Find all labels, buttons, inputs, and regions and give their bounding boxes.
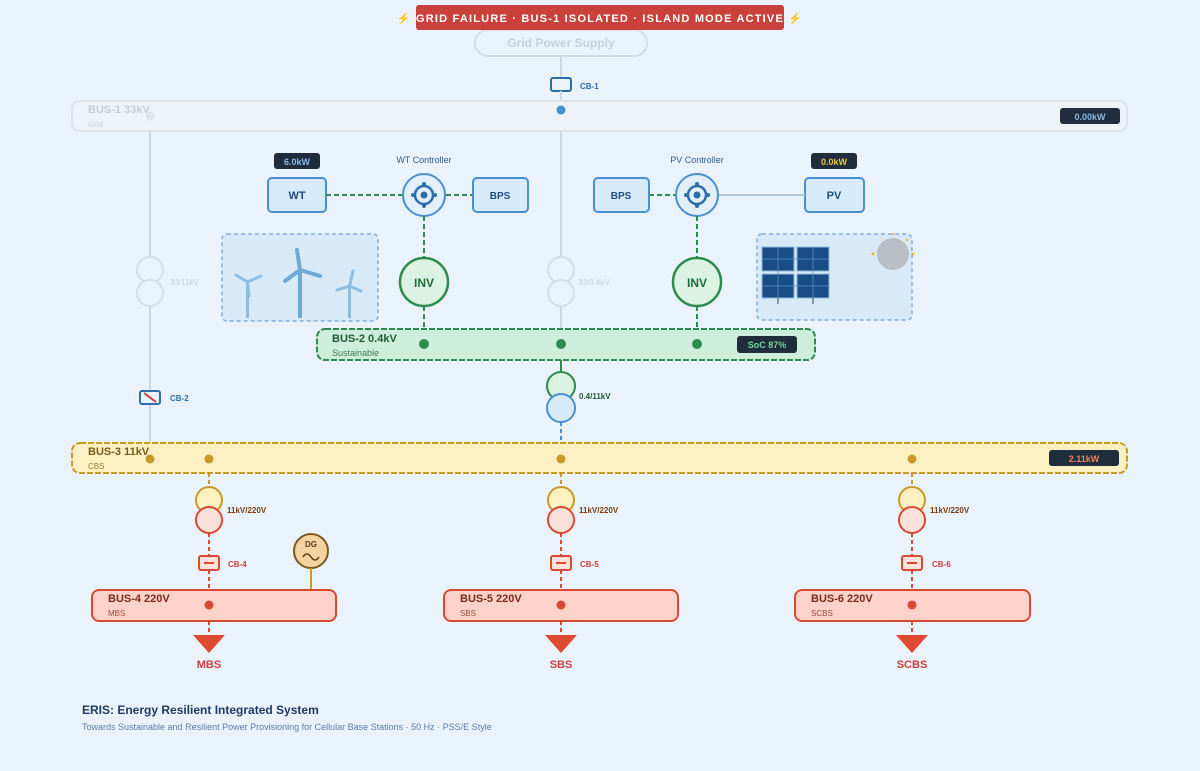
t5-label: 11kV/220V: [579, 506, 619, 515]
wt-reading: 6.0kW: [284, 157, 311, 167]
bus3-name: BUS-3 11kV: [88, 446, 150, 458]
wind-turbine-icon: [221, 233, 379, 322]
pv-label: PV: [827, 190, 842, 202]
grid-supply[interactable]: Grid Power Supply: [474, 29, 648, 57]
wt-controller[interactable]: [402, 173, 446, 217]
pv-controller-label: PV Controller: [670, 155, 724, 165]
bus2-name: BUS-2 0.4kV: [332, 333, 397, 345]
bus3[interactable]: BUS-3 11kV CBS: [71, 442, 1128, 474]
wt-controller-label: WT Controller: [396, 155, 451, 165]
t2-label: 33/0.4kV: [578, 278, 610, 287]
transformer-11-220-b[interactable]: [547, 486, 575, 534]
bus5-sub: SBS: [460, 609, 476, 618]
pv-controller[interactable]: [675, 173, 719, 217]
wt-inv-label: INV: [414, 276, 434, 290]
cb1-breaker[interactable]: [550, 77, 572, 92]
bus2-sub: Sustainable: [332, 348, 379, 358]
dg-label: DG: [305, 540, 317, 549]
wt-bps-label: BPS: [490, 191, 511, 202]
cb2-breaker[interactable]: [139, 390, 161, 405]
sine-wave-icon: [302, 553, 320, 561]
alert-banner: ⚡ GRID FAILURE · BUS-1 ISOLATED · ISLAND…: [397, 5, 803, 30]
bus4[interactable]: BUS-4 220V MBS: [91, 589, 337, 622]
bus1-reading: 0.00kW: [1074, 112, 1106, 122]
bus1[interactable]: BUS-1 33kV Grid: [71, 100, 1128, 132]
pv-inverter[interactable]: INV: [671, 256, 723, 308]
transformer-11-220-a[interactable]: [195, 486, 223, 534]
pv-reading: 0.0kW: [821, 157, 848, 167]
gear-icon: [684, 182, 710, 208]
t1-label: 33/11kV: [170, 278, 199, 287]
bus1-name: BUS-1 33kV: [88, 104, 150, 116]
bus6[interactable]: BUS-6 220V SCBS: [794, 589, 1031, 622]
pv-source[interactable]: PV: [804, 177, 865, 213]
footer-title: ERIS: Energy Resilient Integrated System: [82, 703, 319, 717]
cb1-label: CB-1: [580, 82, 599, 91]
bus4-sub: MBS: [108, 609, 125, 618]
pv-inv-label: INV: [687, 276, 707, 290]
transformer-04-11[interactable]: [546, 371, 576, 423]
bus5-name: BUS-5 220V: [460, 593, 522, 605]
wt-source[interactable]: WT: [267, 177, 327, 213]
alert-text: ⚡ GRID FAILURE · BUS-1 ISOLATED · ISLAND…: [397, 12, 803, 25]
footer-subtitle: Towards Sustainable and Resilient Power …: [82, 722, 492, 732]
transformer-33-11[interactable]: [136, 256, 164, 307]
transformer-11-220-c[interactable]: [898, 486, 926, 534]
bus3-reading: 2.11kW: [1069, 454, 1100, 464]
cb5-breaker[interactable]: [550, 555, 572, 571]
cb4-label: CB-4: [228, 560, 247, 569]
wt-bps[interactable]: BPS: [472, 177, 529, 213]
cb6-label: CB-6: [932, 560, 951, 569]
transformer-33-04[interactable]: [547, 256, 575, 307]
sun-icon: [871, 232, 915, 270]
arrow-down-icon: [896, 635, 928, 653]
wt-inverter[interactable]: INV: [398, 256, 450, 308]
t3-label: 0.4/11kV: [579, 392, 611, 401]
cb2-label: CB-2: [170, 394, 189, 403]
arrow-down-icon: [545, 635, 577, 653]
load-scbs: SCBS: [897, 659, 928, 671]
grid-supply-label: Grid Power Supply: [507, 36, 615, 50]
cb5-label: CB-5: [580, 560, 599, 569]
arrow-down-icon: [193, 635, 225, 653]
bus6-name: BUS-6 220V: [811, 593, 873, 605]
bus4-name: BUS-4 220V: [108, 593, 170, 605]
bus3-sub: CBS: [88, 462, 104, 471]
solar-panel-icon: [756, 233, 913, 321]
load-sbs: SBS: [550, 659, 573, 671]
bus6-sub: SCBS: [811, 609, 833, 618]
t4-label: 11kV/220V: [227, 506, 267, 515]
gear-icon: [411, 182, 437, 208]
bus1-sub: Grid: [88, 120, 103, 129]
wt-label: WT: [288, 190, 305, 202]
cb6-breaker[interactable]: [901, 555, 923, 571]
t6-label: 11kV/220V: [930, 506, 970, 515]
diesel-generator[interactable]: DG: [293, 533, 329, 569]
load-mbs: MBS: [197, 659, 221, 671]
bus2-reading: SoC 87%: [748, 340, 787, 350]
pv-bps-label: BPS: [611, 191, 632, 202]
bus2[interactable]: BUS-2 0.4kV Sustainable: [316, 328, 816, 361]
cb4-breaker[interactable]: [198, 555, 220, 571]
pv-bps[interactable]: BPS: [593, 177, 650, 213]
bus5[interactable]: BUS-5 220V SBS: [443, 589, 679, 622]
